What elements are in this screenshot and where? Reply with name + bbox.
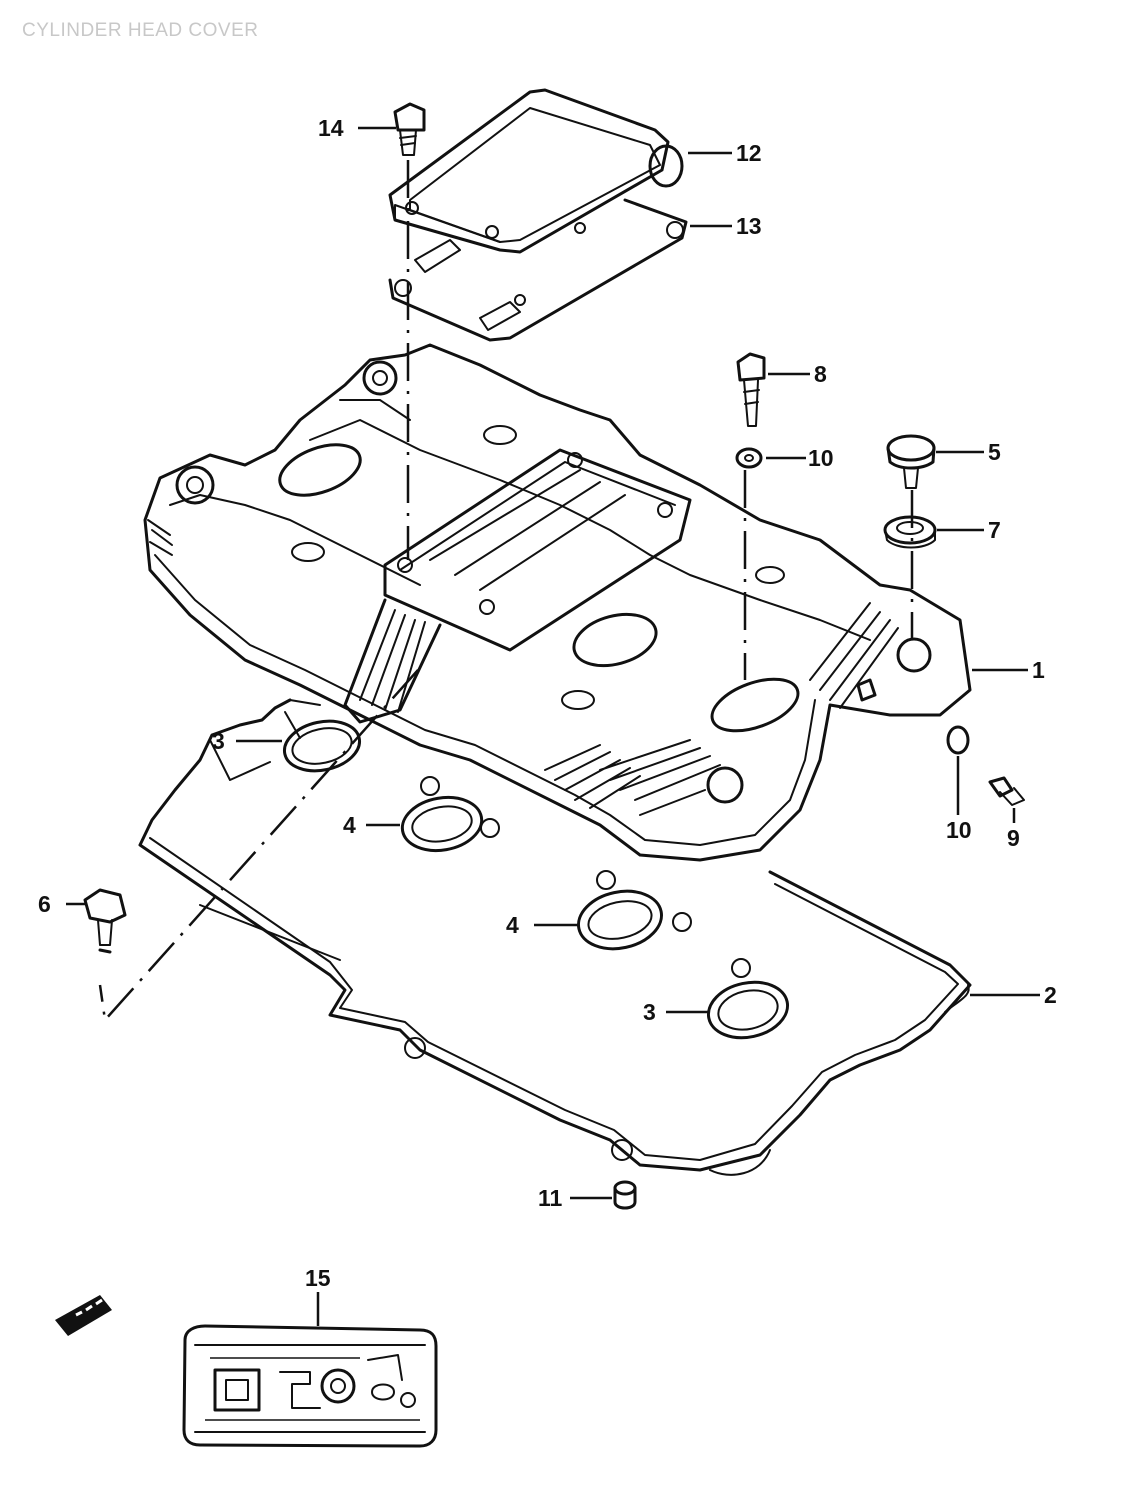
callout-3-upper: 3 <box>212 728 225 754</box>
callout-3-lower: 3 <box>643 999 656 1025</box>
callout-4-upper: 4 <box>343 812 356 838</box>
callout-numbers: 14 12 13 8 10 5 7 1 10 9 3 4 6 4 3 2 11 … <box>38 115 1057 1291</box>
callout-9: 9 <box>1007 825 1020 851</box>
callout-14: 14 <box>318 115 344 141</box>
callout-10-lower: 10 <box>946 817 972 843</box>
leader-lines <box>66 126 1040 1326</box>
part-4-seal-upper <box>400 776 500 853</box>
callout-12: 12 <box>736 140 762 166</box>
callout-6: 6 <box>38 891 51 917</box>
part-8-bolt <box>736 352 766 427</box>
part-11-dowel-pin <box>613 1180 637 1210</box>
part-10-washer-upper <box>735 447 763 469</box>
part-5-cap-bolt <box>886 434 936 489</box>
part-7-seal <box>883 515 937 549</box>
part-6-bolt <box>83 888 127 954</box>
part-14-bolt <box>393 102 426 156</box>
callout-15: 15 <box>305 1265 331 1291</box>
callout-10-upper: 10 <box>808 445 834 471</box>
part-10-washer-lower <box>946 725 970 755</box>
callout-4-lower: 4 <box>506 912 519 938</box>
alignment-lines <box>98 160 914 1023</box>
forward-arrow-icon <box>55 1295 112 1336</box>
diagram-title: CYLINDER HEAD COVER <box>22 20 259 41</box>
part-3-oring-lower <box>706 958 790 1040</box>
callout-1: 1 <box>1032 657 1045 683</box>
callout-11: 11 <box>538 1185 563 1211</box>
part-1-head-cover <box>143 343 972 862</box>
part-9-plug <box>988 776 1025 806</box>
part-2-gasket <box>138 698 972 1176</box>
part-3-oring-upper <box>282 699 362 773</box>
part-15-label-plate <box>182 1324 438 1448</box>
callout-7: 7 <box>988 517 1001 543</box>
part-13-breather-gasket <box>388 198 688 342</box>
callout-2: 2 <box>1044 982 1057 1008</box>
callout-13: 13 <box>736 213 762 239</box>
part-4-seal-lower <box>577 870 692 951</box>
part-12-breather-cover <box>388 88 684 254</box>
callout-8: 8 <box>814 361 827 387</box>
callout-5: 5 <box>988 439 1001 465</box>
